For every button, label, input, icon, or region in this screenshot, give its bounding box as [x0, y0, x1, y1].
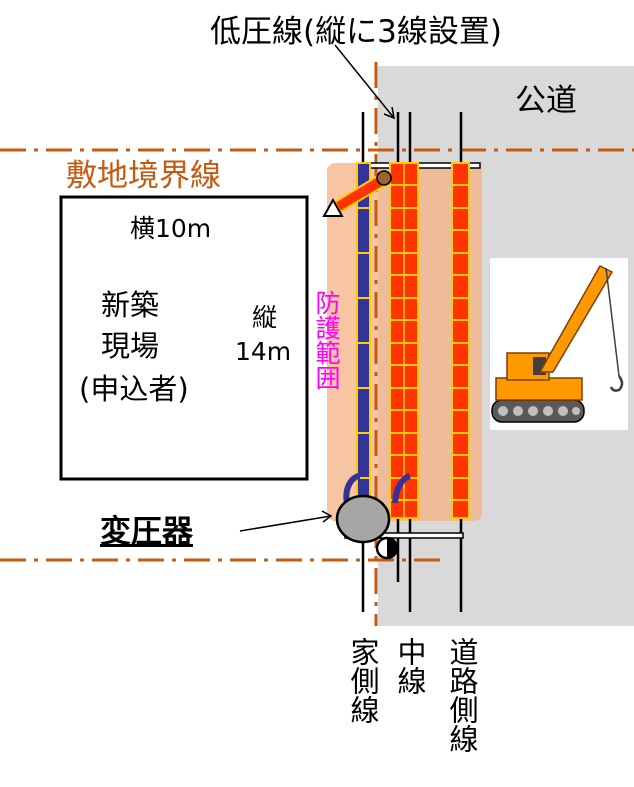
construction-site-box [59, 195, 309, 481]
low-voltage-line-label: 低圧線(縦に3線設置) [210, 14, 502, 50]
site-name-line2: 現場 [101, 329, 160, 363]
middle-line-label: 中線 [393, 637, 427, 695]
public-road-label: 公道 [515, 83, 577, 119]
callout-arrows [239, 44, 395, 532]
middle-wire-cover [389, 162, 419, 519]
site-height-label-line1: 縦 [252, 303, 278, 332]
transformer-label: 変圧器 [100, 514, 193, 550]
site-name-line1: 新築 [101, 288, 160, 322]
house-side-cover [356, 162, 371, 519]
site-width-label: 横10m [130, 214, 212, 243]
boundary-line-label: 敷地境界線 [66, 158, 221, 194]
site-height-label-line2: 14m [235, 337, 292, 366]
transformer-arrow [239, 515, 332, 532]
service-drop-cover [322, 170, 392, 217]
road-side-wire-cover [451, 162, 470, 519]
crane-truck-icon [490, 258, 628, 430]
transformer-icon [335, 473, 412, 544]
insulator-triangle-icon [322, 197, 344, 217]
low-voltage-arrow [334, 44, 395, 119]
house-side-line-label: 家側線 [346, 637, 380, 724]
road-side-line-label: 道路側線 [445, 637, 479, 753]
site-name-line3: (申込者) [79, 372, 189, 406]
protection-range-label: 防護範囲 [312, 290, 341, 390]
utility-pole-icon [375, 536, 399, 560]
